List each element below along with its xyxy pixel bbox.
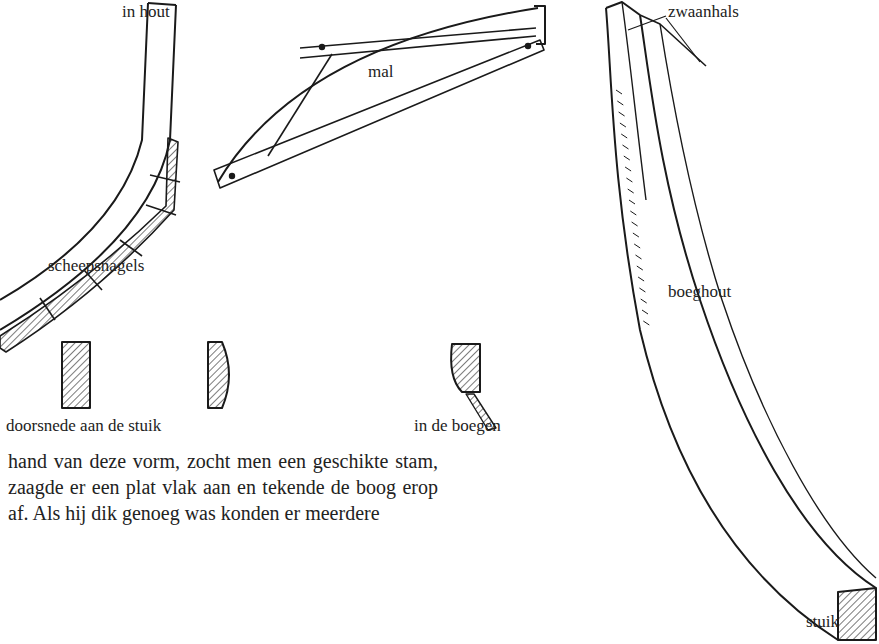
nails	[40, 175, 180, 320]
part-label: in hout	[122, 2, 170, 22]
body-text: hand van deze vorm, zocht men een geschi…	[8, 448, 438, 526]
part-label: zwaanhals	[668, 2, 739, 22]
part-label: boeghout	[668, 282, 731, 302]
stem-timber	[606, 2, 876, 640]
section-bow	[451, 344, 480, 392]
leader-line	[666, 18, 700, 62]
plank	[0, 138, 178, 352]
part-label: scheepsnagels	[48, 256, 144, 276]
section-round	[208, 342, 229, 408]
part-label: mal	[368, 62, 394, 82]
part-label: doorsnede aan de stuik	[6, 416, 161, 436]
leader-line	[628, 16, 666, 30]
part-label: in de boegen	[414, 416, 501, 436]
part-label: stuik	[806, 612, 839, 632]
section-rect	[62, 342, 90, 408]
template-mal	[214, 6, 545, 188]
